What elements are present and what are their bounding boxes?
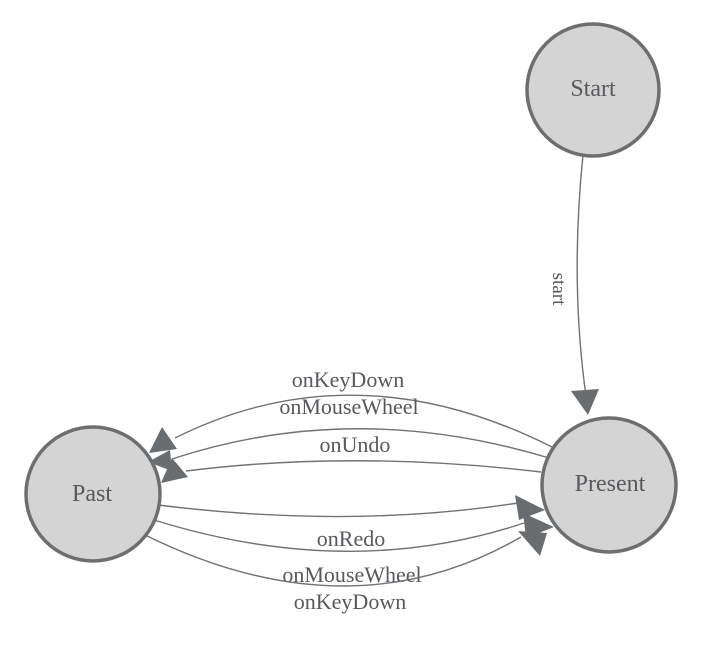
edge-path-onmousewheel[interactable] (171, 428, 550, 460)
edge-present-to-past-onkeydown: onKeyDown (149, 367, 553, 453)
node-label-present: Present (575, 471, 646, 497)
arrowhead-icon (149, 427, 177, 453)
arrowhead-icon (523, 513, 554, 538)
edge-label-onmousewheel: onMouseWheel (279, 394, 418, 419)
node-circle-start[interactable] (525, 22, 661, 158)
arrowhead-icon (518, 531, 547, 556)
arrowhead-icon (161, 458, 188, 483)
edge-past-to-present-onkeydown: onKeyDown (144, 531, 547, 614)
node-circle-past[interactable] (24, 425, 162, 563)
arrowhead-icon (571, 389, 599, 415)
edge-label-onredo: onRedo (317, 526, 385, 551)
edge-path-onkeydown2[interactable] (144, 534, 522, 587)
edge-path-onkeydown[interactable] (174, 394, 553, 448)
node-label-start: Start (570, 76, 616, 102)
edge-label-onkeydown2: onKeyDown (294, 589, 406, 614)
edge-path-onundo[interactable] (185, 460, 542, 473)
arrowhead-icon (148, 450, 172, 471)
node-label-past: Past (72, 481, 112, 507)
edge-label-onundo: onUndo (320, 432, 391, 457)
edge-path-onredo[interactable] (157, 502, 519, 518)
edge-label-onkeydown: onKeyDown (292, 367, 404, 392)
node-present: Present (540, 416, 678, 554)
edge-label-start: start (548, 273, 569, 306)
edge-present-to-past-onmousewheel: onMouseWheel (148, 394, 550, 471)
edge-past-to-present-onredo: onRedo (157, 495, 545, 551)
edge-present-to-past-onundo: onUndo (161, 432, 542, 483)
node-past: Past (24, 425, 162, 563)
edge-start-to-present: start (548, 154, 599, 415)
edge-past-to-present-onmousewheel: onMouseWheel (153, 513, 554, 587)
edge-path-onmousewheel2[interactable] (153, 519, 525, 552)
edge-path-start[interactable] (576, 154, 587, 397)
arrowhead-icon (515, 495, 545, 520)
edge-label-onmousewheel2: onMouseWheel (282, 562, 421, 587)
node-circle-present[interactable] (540, 416, 678, 554)
node-start: Start (525, 22, 661, 158)
